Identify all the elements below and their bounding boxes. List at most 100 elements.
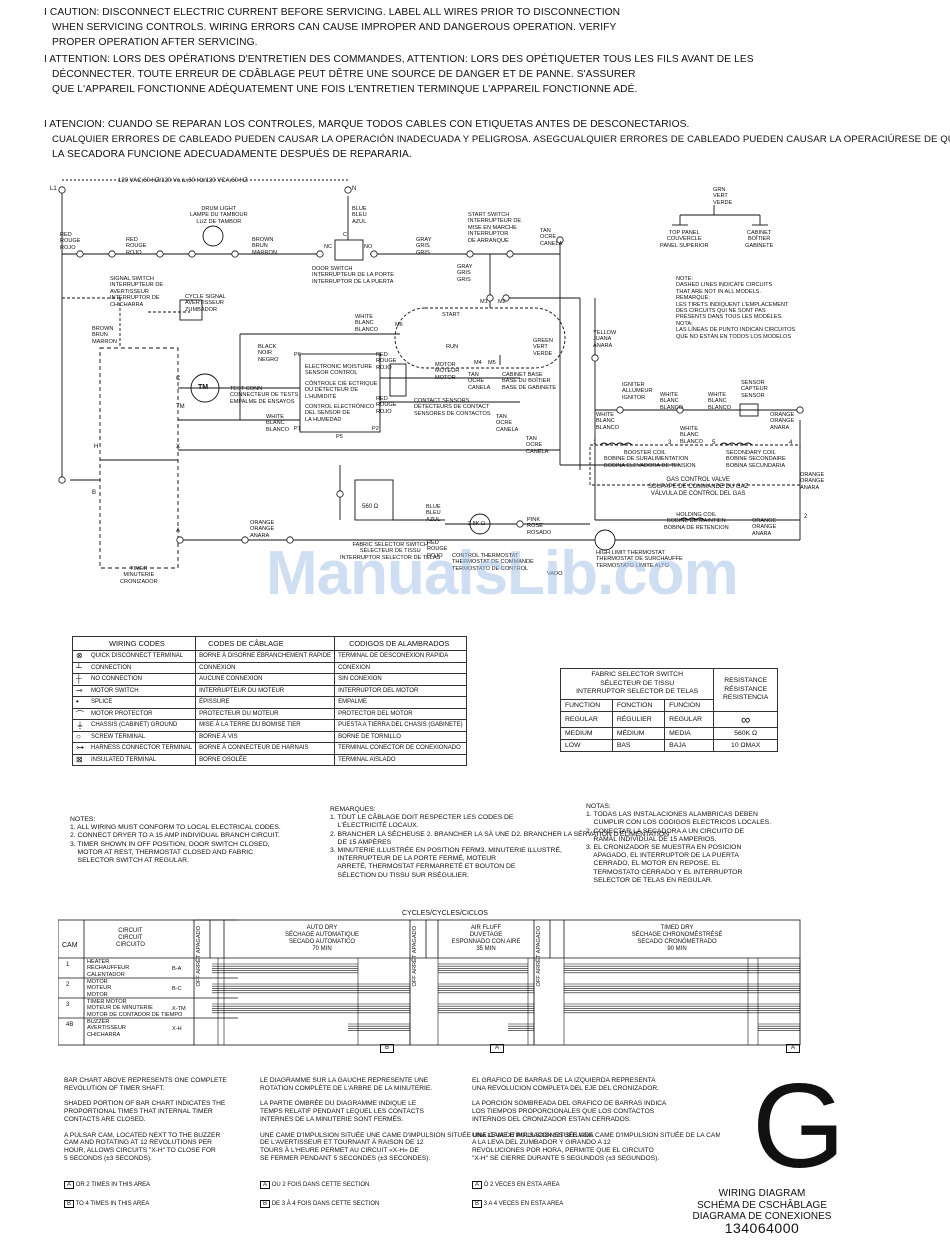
explain-french: LE DIAGRAMME SUR LA GAUCHE REPRÉSENTE UN…	[260, 1077, 720, 1162]
label-line: HEATER	[87, 959, 110, 965]
wiring-symbol-icon: ┴	[76, 662, 82, 672]
label-line: MOTOR DE CONTADOR DE TIEMPO	[87, 1011, 183, 1018]
code-cell-en: CONNECTION┴	[71, 661, 197, 674]
wiring-symbol-icon: •	[76, 697, 79, 706]
watermark: ManualsLib.com	[266, 539, 739, 608]
timer-h-label: H	[94, 444, 99, 450]
column-header: FUNCTION	[560, 699, 613, 712]
warning-line: WHEN SERVICING CONTROLS. WIRING ERRORS C…	[52, 22, 617, 33]
label-line: ROUGE	[60, 238, 81, 245]
label-line: RÉSISTANCE	[724, 685, 768, 693]
label-line: QUE NO ESTÁN EN TODOS LOS MODELOS	[676, 333, 792, 340]
label-line: FABRIC SELECTOR SWITCH	[352, 542, 428, 548]
wiring-codes-table: WIRING CODES CODES DE CÂBLAGE CODIGOS DE…	[71, 636, 467, 766]
marker-a-1: A	[490, 1044, 505, 1053]
terminal-2: 2	[804, 514, 808, 520]
label-line: TIMED DRY	[660, 925, 694, 931]
label-line: BOBINE DE MAINTIEN	[666, 518, 726, 525]
drum-light-label: DRUM LIGHT LAMPE DU TAMBOUR LUZ DE TAMBO…	[190, 206, 248, 225]
buzzer-symbol	[179, 299, 203, 321]
label-line: BLEU	[426, 510, 441, 517]
label-line: INTERRUPTOR	[468, 231, 509, 238]
label-line: TERMOSTATO DE CONTROL	[452, 565, 529, 572]
label-line: OCRE	[468, 378, 485, 385]
legend-es-1: A Ó 2 VECES EN ESTA AREA	[472, 1181, 560, 1189]
label-line: SENSORES DE CONTACTOS	[414, 410, 491, 417]
label-line: BLANC	[355, 320, 374, 327]
m4-label: M4	[474, 360, 482, 366]
column-header: CODIGOS DE ALAMBRADOS	[334, 636, 467, 651]
function-cell: BAJA	[664, 739, 715, 752]
label-line: BLANCO	[708, 404, 732, 411]
label-line: SENSOR	[741, 392, 765, 399]
n-label: N	[352, 186, 357, 192]
label-line: BOÎTIER	[747, 236, 771, 243]
label-line: ANARA	[770, 424, 790, 431]
column-header: WIRING CODES	[71, 636, 197, 651]
m2-label: M2	[498, 299, 506, 305]
m6-label: M6	[395, 322, 403, 328]
resistance-cell: 560K Ω	[713, 727, 778, 740]
label-line: SENSOR CONTROL	[305, 370, 358, 377]
label-line: SECONDARY COIL	[726, 450, 776, 456]
label-line: GRN	[713, 187, 726, 193]
label-line: NOTE:	[676, 276, 694, 282]
start-winding-label: START	[442, 312, 460, 318]
label-line: SENSOR	[741, 380, 765, 386]
label-line: THERMOSTAT DE SURCHAUFFE	[596, 556, 683, 563]
code-cell-es: INTERRUPTOR DEL MOTOR	[334, 684, 467, 697]
warning-line: I ATENCION: CUANDO SE REPARAN LOS CONTRO…	[44, 119, 690, 130]
code-cell-en: MOTOR SWITCH⊸	[71, 684, 197, 697]
label-line: INTERRUPTOR DE	[110, 295, 160, 302]
label-line: RED	[427, 540, 439, 546]
label-line: ROJO	[427, 552, 443, 559]
explain-english: BAR CHART ABOVE REPRESENTS ONE COMPLETE …	[64, 1077, 227, 1162]
label-line: BLUE	[426, 504, 441, 510]
supply-label: 120 VAC,60 HZ/120 Vc.a.,60 Hz/120 VCA,60…	[118, 178, 248, 184]
p6-label: P6	[294, 352, 301, 358]
label-line: APAGADO	[196, 926, 202, 954]
label-line: BLACK	[258, 344, 277, 350]
label-line: INTERRUPTOR DE LA PUERTA	[312, 278, 394, 285]
wiring-codes-body: QUICK DISCONNECT TERMINAL⊗BORNE À DISORN…	[71, 650, 467, 766]
timer-b-label: B	[92, 490, 97, 496]
m5-label: M5	[488, 360, 496, 366]
label-line: SOUPAPE DE COMMANDE DU GAZ	[648, 484, 749, 490]
label-line: ANARA	[800, 484, 820, 491]
label-line: GRIS	[457, 276, 471, 283]
warning-line: PROPER OPERATION AFTER SERVICING.	[52, 37, 258, 48]
label-line: ORANGE	[752, 524, 777, 531]
resistor-2k8-label: 2.8K Ω	[468, 521, 486, 527]
label-line: WHITE	[355, 314, 374, 320]
label-line: 70 MIN	[312, 946, 332, 952]
code-cell-en: SCREW TERMINAL○	[71, 730, 197, 743]
circuit-code: B-A	[172, 966, 182, 972]
warning-line: I ATTENTION: LORS DES OPÉRATIONS D'ENTRE…	[44, 54, 754, 65]
label-line: ROJO	[126, 249, 142, 256]
cam-number: 3	[66, 1002, 70, 1008]
warning-line: I CAUTION: DISCONNECT ELECTRIC CURRENT B…	[44, 7, 621, 18]
code-cell-fr: BORNE À VIS	[195, 730, 336, 743]
emsc-board	[299, 353, 381, 433]
label-line: ORANGE	[800, 478, 825, 485]
label-line: SÉCHAGE CHRONOMÉSTRÉSÉ	[631, 932, 723, 938]
label-line: BOBINE SECONDAIRE	[726, 456, 786, 463]
timer-box	[99, 347, 179, 569]
label-line: CABINET	[747, 230, 772, 236]
label-line: BLANC	[680, 432, 699, 439]
label-line: GRIS	[416, 249, 430, 256]
legend-es-2: B 3 A 4 VECES EN ESTA AREA	[472, 1200, 563, 1208]
